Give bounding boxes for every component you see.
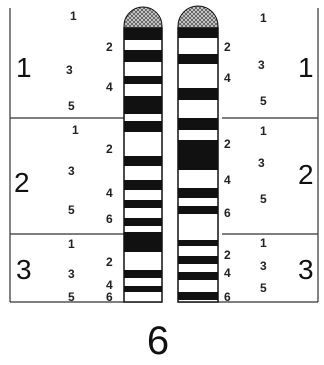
right-sub-3-3: 3 — [260, 259, 267, 273]
right-sub-1-5: 5 — [260, 94, 267, 108]
right-sub-1-4: 4 — [224, 71, 231, 85]
left-band-11 — [124, 270, 162, 278]
right-sub-1-1: 1 — [260, 11, 267, 25]
left-sub-2-5: 5 — [68, 203, 75, 217]
left-sub-3-3: 3 — [68, 267, 75, 281]
left-band-9 — [124, 218, 162, 226]
right-band-7 — [178, 206, 218, 214]
left-band-12 — [124, 286, 162, 292]
left-sub-1-1: 1 — [70, 9, 77, 23]
left-chromatid — [124, 7, 162, 302]
right-band-6 — [178, 188, 218, 198]
left-band-6 — [124, 156, 162, 166]
left-sub-2-6: 6 — [106, 212, 113, 226]
left-sub-1-3: 3 — [66, 63, 73, 77]
left-band-8 — [124, 200, 162, 208]
left-sub-3-1: 1 — [68, 237, 75, 251]
left-sub-2-3: 3 — [68, 164, 75, 178]
right-sub-2-1: 1 — [260, 124, 267, 138]
right-band-9 — [178, 256, 218, 264]
left-region-3-label: 3 — [16, 254, 32, 285]
left-band-5 — [124, 121, 162, 132]
chromosome-number-label: 6 — [147, 319, 169, 363]
left-sub-3-2: 2 — [106, 255, 113, 269]
right-band-10 — [178, 272, 218, 280]
right-band-5 — [178, 140, 218, 170]
right-sub-3-4: 4 — [224, 266, 231, 280]
right-sub-3-2: 2 — [224, 248, 231, 262]
right-sub-2-6: 6 — [224, 206, 231, 220]
right-sub-1-2: 2 — [224, 40, 231, 54]
left-sub-1-4: 4 — [106, 80, 113, 94]
right-band-8 — [178, 240, 218, 246]
left-region-1-label: 1 — [16, 52, 32, 83]
left-band-4 — [124, 96, 162, 114]
right-band-4 — [178, 118, 218, 130]
right-sub-2-2: 2 — [224, 137, 231, 151]
right-region-1-label: 1 — [298, 52, 314, 83]
left-sub-2-2: 2 — [106, 142, 113, 156]
left-band-10 — [124, 232, 162, 252]
left-sub-2-1: 1 — [72, 123, 79, 137]
right-sub-2-5: 5 — [260, 192, 267, 206]
left-band-7 — [124, 180, 162, 190]
left-sub-3-5: 5 — [68, 290, 75, 304]
right-region-3-label: 3 — [298, 254, 314, 285]
left-sub-1-2: 2 — [106, 40, 113, 54]
right-band-3 — [178, 88, 218, 100]
left-sub-2-4: 4 — [106, 186, 113, 200]
right-chromatid — [178, 6, 218, 302]
left-band-2 — [124, 50, 162, 62]
right-sub-3-6: 6 — [224, 290, 231, 304]
left-sub-1-5: 5 — [68, 99, 75, 113]
right-band-2 — [178, 54, 218, 64]
left-centromere-hatch — [124, 7, 162, 28]
right-sub-2-3: 3 — [258, 156, 265, 170]
right-sub-3-5: 5 — [260, 281, 267, 295]
left-band-1 — [124, 28, 162, 40]
left-region-2-label: 2 — [14, 167, 30, 198]
left-sub-3-6: 6 — [106, 290, 113, 304]
right-region-2-label: 2 — [298, 159, 314, 190]
right-band-11 — [178, 292, 218, 300]
right-centromere-hatch — [178, 6, 218, 28]
right-sub-2-4: 4 — [224, 173, 231, 187]
region-dividers — [10, 8, 318, 302]
right-band-1 — [178, 28, 218, 38]
left-band-3 — [124, 76, 162, 84]
right-sub-3-1: 1 — [260, 236, 267, 250]
right-sub-1-3: 3 — [258, 58, 265, 72]
